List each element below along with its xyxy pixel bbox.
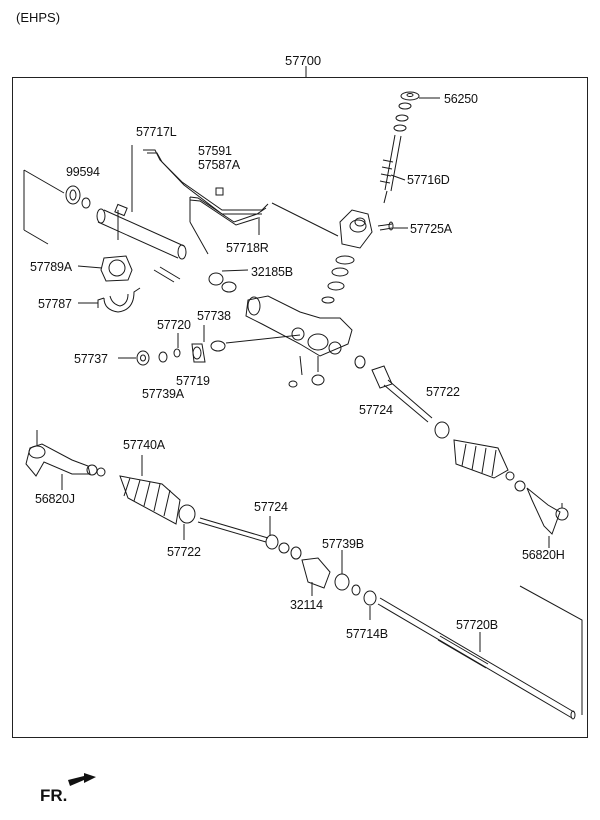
label-57787: 57787 bbox=[38, 297, 72, 311]
label-56820H: 56820H bbox=[522, 548, 565, 562]
part-32185B-oring bbox=[208, 272, 224, 286]
part-56820J-tie-rod-end bbox=[25, 443, 91, 477]
label-57587A: 57587A bbox=[198, 158, 240, 172]
label-56250: 56250 bbox=[444, 92, 478, 106]
front-direction-label: FR. bbox=[40, 786, 68, 805]
part-56250-cap bbox=[400, 91, 420, 101]
part-cylinder-tube bbox=[97, 209, 185, 259]
part-57717L-line bbox=[143, 149, 269, 211]
part-valve-housing bbox=[339, 209, 373, 249]
label-57720: 57720 bbox=[157, 318, 191, 332]
variant-label: (EHPS) bbox=[16, 10, 61, 25]
part-57724-inner-rod bbox=[265, 534, 279, 550]
label-57722-left: 57722 bbox=[167, 545, 201, 559]
front-arrow-icon bbox=[68, 773, 96, 786]
label-32114: 32114 bbox=[290, 598, 323, 612]
part-57789A-bushing bbox=[100, 255, 133, 282]
part-57716D-pinion bbox=[384, 134, 402, 192]
label-57717L: 57717L bbox=[136, 125, 177, 139]
part-56820H-tie-rod-end bbox=[526, 487, 561, 535]
label-57737: 57737 bbox=[74, 352, 108, 366]
label-57720B: 57720B bbox=[456, 618, 498, 632]
part-99594-cap bbox=[65, 185, 81, 205]
label-99594: 99594 bbox=[66, 165, 100, 179]
part-57737-nut bbox=[136, 350, 150, 366]
label-32185B: 32185B bbox=[251, 265, 293, 279]
diagram-frame bbox=[12, 77, 588, 738]
part-57722-clamp-left bbox=[178, 504, 196, 524]
part-57714B-bush bbox=[363, 590, 377, 606]
label-57714B: 57714B bbox=[346, 627, 388, 641]
label-57719: 57719 bbox=[176, 374, 210, 388]
assembly-number: 57700 bbox=[285, 53, 322, 68]
label-57740A: 57740A bbox=[123, 438, 165, 452]
part-57739B-ring bbox=[334, 573, 350, 591]
part-57787-clamp bbox=[97, 287, 141, 313]
part-57722-clamp-right bbox=[434, 421, 450, 439]
part-32114-seal bbox=[301, 557, 331, 589]
part-57718R-line bbox=[189, 196, 267, 223]
label-57724-right: 57724 bbox=[359, 403, 393, 417]
label-56820J: 56820J bbox=[35, 492, 75, 506]
label-57725A: 57725A bbox=[410, 222, 452, 236]
label-57724-left: 57724 bbox=[254, 500, 288, 514]
label-57716D: 57716D bbox=[407, 173, 450, 187]
label-57739B: 57739B bbox=[322, 537, 364, 551]
part-57591-clamp bbox=[215, 187, 224, 196]
label-57591: 57591 bbox=[198, 144, 232, 158]
label-57789A: 57789A bbox=[30, 260, 72, 274]
label-57738: 57738 bbox=[197, 309, 231, 323]
part-57719-yoke bbox=[191, 343, 206, 363]
part-boot-right bbox=[453, 439, 509, 479]
label-57718R: 57718R bbox=[226, 241, 269, 255]
part-rack-housing bbox=[245, 295, 353, 357]
label-57722-right: 57722 bbox=[426, 385, 460, 399]
label-57739A: 57739A bbox=[142, 387, 184, 401]
part-57740A-boot bbox=[119, 475, 181, 525]
part-57720B-rack bbox=[377, 597, 575, 719]
